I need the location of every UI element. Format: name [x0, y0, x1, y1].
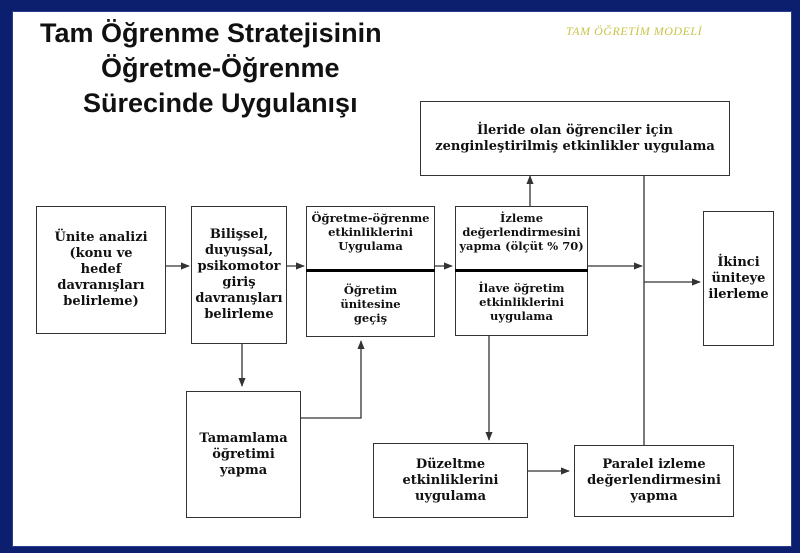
unit-analysis-line: davranışları [57, 278, 145, 293]
teaching-bottom-line: ünitesine [340, 297, 401, 311]
parallel-monitoring-box: Paralel izleme değerlendirmesini yapma [574, 445, 734, 517]
monitoring-top-line: yapma (ölçüt % 70) [459, 239, 584, 253]
monitoring-bottom: İlave öğretim etkinliklerini uygulama [456, 281, 587, 323]
teaching-activities-top: Öğretme-öğrenme etkinliklerini Uygulama [307, 211, 434, 253]
completion-line: öğretimi [212, 446, 275, 462]
teaching-activities-bottom: Öğretim ünitesine geçiş [307, 283, 434, 325]
enrichment-box: İleride olan öğrenciler için zenginleşti… [420, 101, 730, 176]
teaching-top-line: Öğretme-öğrenme [311, 211, 430, 225]
completion-line: yapma [219, 462, 268, 478]
correction-activities-box: Düzeltme etkinliklerini uygulama [373, 443, 528, 518]
correction-line: etkinliklerini [402, 472, 499, 488]
correction-line: uygulama [414, 488, 487, 504]
entry-behaviors-line: psikomotor [197, 259, 281, 274]
monitoring-box: İzleme değerlendirmesini yapma (ölçüt % … [455, 206, 588, 336]
parallel-monitoring-line: yapma [630, 489, 678, 504]
unit-analysis-line: (konu ve [69, 246, 133, 261]
arrow-completion-to-teaching [301, 340, 365, 419]
monitoring-bottom-line: etkinliklerini [479, 295, 564, 309]
unit-analysis-line: Ünite analizi [54, 230, 148, 245]
entry-behaviors-line: belirleme [204, 307, 274, 322]
parallel-monitoring-line: Paralel izleme [602, 457, 706, 472]
completion-teaching-box: Tamamlama öğretimi yapma [186, 391, 301, 518]
unit-analysis-box: Ünite analizi (konu ve hedef davranışlar… [36, 206, 166, 334]
teaching-bottom-line: Öğretim [343, 283, 398, 297]
unit-analysis-line: belirleme) [63, 294, 139, 309]
teaching-activities-box: Öğretme-öğrenme etkinliklerini Uygulama … [306, 206, 435, 337]
title-line-3: Sürecinde Uygulanışı [83, 88, 358, 118]
entry-behaviors-box: Bilişsel, duyuşsal, psikomotor giriş dav… [191, 206, 287, 344]
model-label: TAM ÖĞRETİM MODELİ [566, 24, 703, 38]
entry-behaviors-line: Bilişsel, [209, 227, 269, 242]
entry-behaviors-line: duyuşsal, [204, 243, 274, 258]
parallel-monitoring-line: değerlendirmesini [587, 473, 721, 488]
completion-line: Tamamlama [199, 430, 288, 446]
enrichment-line: İleride olan öğrenciler için [477, 122, 673, 138]
monitoring-top: İzleme değerlendirmesini yapma (ölçüt % … [456, 211, 587, 253]
title-line-1: Tam Öğrenme Stratejisinin [40, 18, 382, 48]
entry-behaviors-line: davranışları [195, 291, 283, 306]
teaching-top-line: Uygulama [338, 239, 403, 253]
correction-line: Düzeltme [415, 456, 486, 472]
next-unit-line: ilerleme [708, 286, 769, 302]
entry-behaviors-line: giriş [222, 275, 256, 290]
teaching-top-line: etkinliklerini [328, 225, 413, 239]
monitoring-divider [455, 269, 588, 272]
enrichment-line: zenginleştirilmiş etkinlikler uygulama [435, 138, 715, 154]
teaching-bottom-line: geçiş [353, 311, 388, 325]
unit-analysis-line: hedef [80, 262, 122, 277]
next-unit-line: İkinci [717, 254, 760, 270]
next-unit-box: İkinci üniteye ilerleme [703, 211, 774, 346]
monitoring-top-line: İzleme [499, 211, 544, 225]
title-line-2: Öğretme-Öğrenme [101, 53, 340, 83]
monitoring-bottom-line: uygulama [490, 309, 553, 323]
teaching-divider [306, 269, 435, 272]
next-unit-line: üniteye [711, 270, 766, 286]
monitoring-bottom-line: İlave öğretim [478, 281, 565, 295]
monitoring-top-line: değerlendirmesini [462, 225, 581, 239]
